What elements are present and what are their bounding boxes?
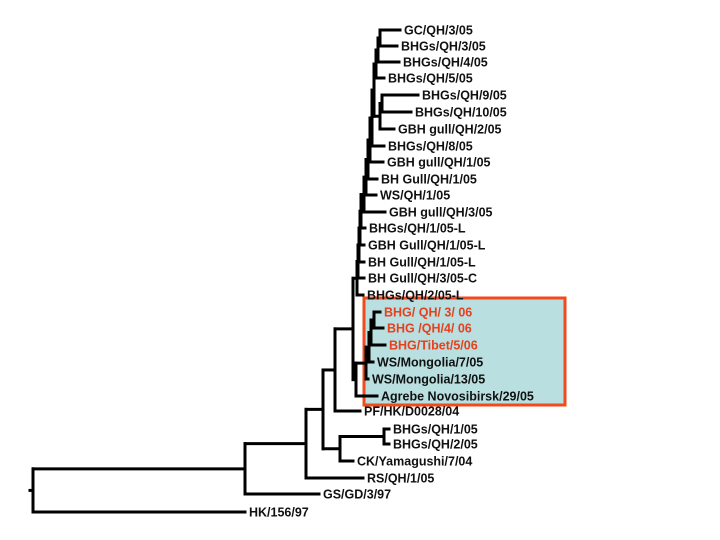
leaf-label-agrebe-novosibirsk-29-05: Agrebe Novosibirsk/29/05 <box>381 390 534 404</box>
leaf-label-ws-mongolia-7-05: WS/Mongolia/7/05 <box>377 356 483 370</box>
leaf-label-gs-gd-3-97: GS/GD/3/97 <box>323 488 391 502</box>
leaf-label-bhgs-qh-2-05: BHGs/QH/2/05 <box>393 438 478 452</box>
leaf-labels: GC/QH/3/05BHGs/QH/3/05BHGs/QH/4/05BHGs/Q… <box>249 24 534 520</box>
leaf-label-bhg-qh-3-06: BHG/ QH/ 3/ 06 <box>384 306 472 320</box>
leaf-label-bhg-qh-4-06: BHG /QH/4/ 06 <box>387 322 472 336</box>
leaf-label-bh-gull-qh-1-05: BH Gull/QH/1/05 <box>381 173 477 187</box>
leaf-label-gbh-gull-qh-1-05-l: GBH Gull/QH/1/05-L <box>368 239 486 253</box>
highlight-box <box>362 296 567 407</box>
leaf-label-bhgs-qh-1-05-l: BHGs/QH/1/05-L <box>369 222 466 236</box>
leaf-label-gbh-gull-qh-3-05: GBH gull/QH/3/05 <box>389 206 493 220</box>
leaf-label-bhgs-qh-4-05: BHGs/QH/4/05 <box>403 56 488 70</box>
leaf-label-bhgs-qh-8-05: BHGs/QH/8/05 <box>388 140 473 154</box>
leaf-label-pf-hk-d0028-04: PF/HK/D0028/04 <box>364 405 459 419</box>
leaf-label-ws-mongolia-13-05: WS/Mongolia/13/05 <box>372 373 485 387</box>
leaf-label-gbh-gull-qh-2-05: GBH gull/QH/2/05 <box>398 123 502 137</box>
tree-branches <box>28 28 420 514</box>
leaf-label-ws-qh-1-05: WS/QH/1/05 <box>380 189 450 203</box>
leaf-label-gc-qh-3-05: GC/QH/3/05 <box>404 24 473 38</box>
leaf-label-hk-156-97: HK/156/97 <box>249 506 309 520</box>
leaf-label-rs-qh-1-05: RS/QH/1/05 <box>367 472 434 486</box>
leaf-label-bhgs-qh-2-05-l: BHGs/QH/2/05-L <box>367 289 464 303</box>
leaf-label-bhgs-qh-10-05: BHGs/QH/10/05 <box>415 106 507 120</box>
leaf-label-bhgs-qh-1-05: BHGs/QH/1/05 <box>393 423 478 437</box>
leaf-label-ck-yamagushi-7-04: CK/Yamagushi/7/04 <box>357 455 472 469</box>
leaf-label-bhgs-qh-9-05: BHGs/QH/9/05 <box>422 89 507 103</box>
leaf-label-bhgs-qh-5-05: BHGs/QH/5/05 <box>388 72 473 86</box>
leaf-label-gbh-gull-qh-1-05: GBH gull/QH/1/05 <box>387 156 491 170</box>
leaf-label-bhg-tibet-5-06: BHG/Tibet/5/06 <box>389 339 478 353</box>
leaf-label-bh-gull-qh-1-05-l: BH Gull/QH/1/05-L <box>368 256 476 270</box>
leaf-label-bh-gull-qh-3-05-c: BH Gull/QH/3/05-C <box>368 272 477 286</box>
leaf-label-bhgs-qh-3-05: BHGs/QH/3/05 <box>401 40 486 54</box>
